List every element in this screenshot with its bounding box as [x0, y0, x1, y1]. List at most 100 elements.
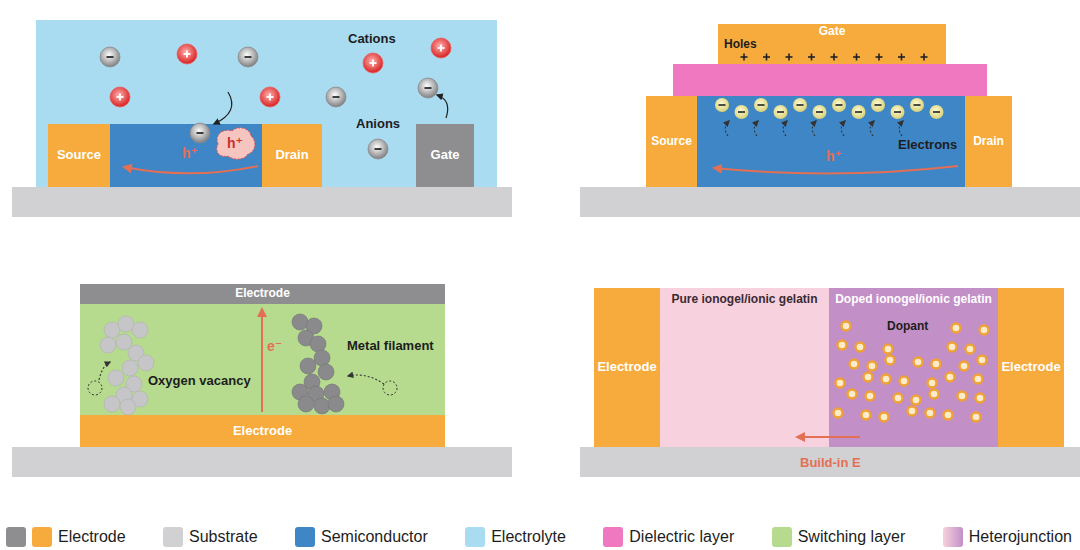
carrier-label: e⁻ [267, 338, 282, 354]
dopant-particle [958, 392, 967, 401]
plus-sign [372, 60, 374, 67]
ion-motion-arrow [214, 92, 232, 124]
right-electrode: Electrode [998, 288, 1064, 447]
oxygen-vacancy-dot [132, 322, 148, 338]
substrate [12, 187, 512, 217]
oxygen-vacancy-dot [104, 396, 120, 412]
dopant-particle [946, 373, 955, 382]
electron-drift-arrow [725, 121, 729, 136]
electron-drift-arrow [841, 121, 845, 136]
dopant-particle [960, 362, 969, 371]
node-label: h⁺ [227, 135, 243, 151]
electron-flow-arrow [261, 309, 263, 412]
node-label: Electrode [597, 360, 656, 375]
legend-text: Dielectric layer [629, 528, 734, 546]
hole-plus [856, 54, 858, 61]
electron-minus [738, 111, 745, 113]
legend-text: Electrode [58, 528, 126, 546]
hole-plus [811, 54, 813, 61]
doped-ionogel-region [829, 288, 998, 447]
substrate [580, 447, 1080, 477]
electron-drift-arrow [812, 121, 816, 136]
anion-ball [418, 78, 438, 98]
oxygen-vacancy-dot [118, 316, 134, 332]
dopant-particle [980, 326, 989, 335]
electron-drift-arrow [783, 121, 787, 136]
node-label: Electrode [1001, 360, 1060, 375]
dopant-particle [926, 409, 935, 418]
cation-ball [260, 87, 280, 107]
legend-item: Dielectric layer [603, 527, 734, 547]
dopant-particle [978, 356, 987, 365]
electron-minus [855, 111, 862, 113]
dopant-particle [848, 390, 857, 399]
part-label: Metal filament [347, 339, 434, 354]
node-label: Electrode [235, 287, 290, 301]
minus-sign [425, 87, 432, 89]
metal-filament-atom [300, 358, 316, 374]
migration-arrow [99, 362, 110, 380]
legend-text: Electrolyte [491, 528, 566, 546]
hole-plus [923, 54, 925, 61]
oxygen-vacancy-dot [120, 399, 136, 415]
dopant-particle [884, 345, 893, 354]
electron-halo [735, 105, 749, 119]
legend-swatch-grey-electrode [6, 527, 26, 547]
anion [326, 87, 346, 107]
electron-halo [813, 105, 827, 119]
legend-swatch [772, 527, 792, 547]
dopant-particle [948, 343, 957, 352]
dopant-particle [864, 373, 873, 382]
hole-plus [766, 54, 768, 61]
dopant-particle [930, 390, 939, 399]
carrier-label: h⁺ [826, 148, 842, 164]
cation [177, 44, 197, 64]
dopant-particle [914, 358, 923, 367]
anion-ball [238, 47, 258, 67]
hole-plus [788, 54, 790, 61]
legend-text: Switching layer [798, 528, 906, 546]
dopant-particle [834, 409, 843, 418]
anion-ball [100, 47, 120, 67]
part-label: Oxygen vacancy [148, 374, 251, 389]
dopant-particle [912, 396, 921, 405]
electron-drift-arrow [899, 121, 903, 136]
cation [431, 38, 451, 58]
dopant-particle [856, 343, 865, 352]
electron-minus [777, 111, 784, 113]
electron-minus [758, 104, 765, 106]
minus-sign [197, 132, 204, 134]
dopant-particle [900, 377, 909, 386]
substrate [12, 447, 512, 477]
anion [190, 123, 210, 143]
node-sublabel: Dopant [887, 320, 928, 334]
dielectric-layer [673, 64, 987, 96]
legend-text: Substrate [189, 528, 257, 546]
gate-electrode [718, 24, 946, 64]
anion-ball [326, 87, 346, 107]
legend-text: Semiconductor [321, 528, 428, 546]
electron-minus [816, 111, 823, 113]
node-label: Gate [718, 25, 946, 39]
hole-plus [743, 54, 745, 61]
dopant-particle [908, 407, 917, 416]
legend-item: Switching layer [772, 527, 906, 547]
electron-halo [715, 98, 729, 112]
hole-plus [901, 54, 903, 61]
electron-halo [871, 98, 885, 112]
minus-sign [333, 96, 340, 98]
node-label: Electrode [233, 424, 292, 439]
dopant-particle [928, 379, 937, 388]
hole-plus [878, 54, 880, 61]
electron-halo [910, 98, 924, 112]
legend-item: Electrode [6, 527, 126, 547]
anion-ball [368, 139, 388, 159]
dopant-particle [932, 360, 941, 369]
migrating-vacancy [88, 381, 102, 395]
dopant-particle [836, 379, 845, 388]
electron-halo [852, 105, 866, 119]
cation-ball [177, 44, 197, 64]
dopant-particle [850, 360, 859, 369]
metal-filament-atom [292, 314, 308, 330]
